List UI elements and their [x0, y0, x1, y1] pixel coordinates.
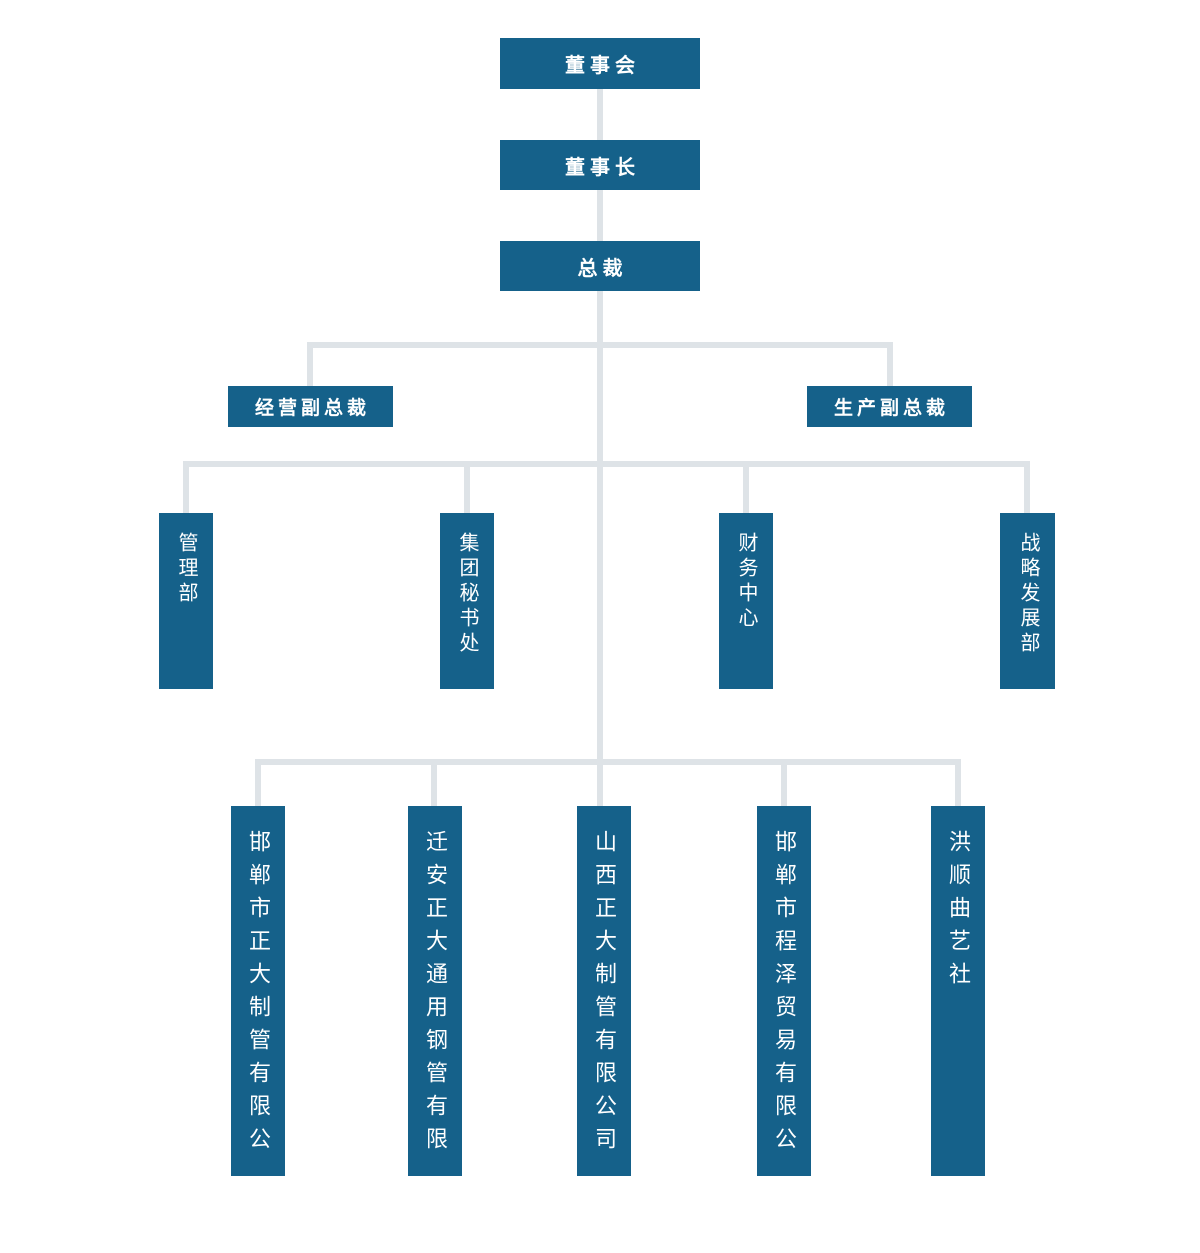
connector-board-chairman: [597, 89, 603, 141]
node-dept-secretariat: 集团秘书处: [440, 513, 494, 689]
connector-chairman-president: [597, 190, 603, 242]
connector-drop-sub-qianan-zhengda: [431, 759, 437, 806]
connector-drop-vp-operations: [307, 342, 313, 386]
connector-drop-dept-management: [183, 461, 189, 514]
node-dept-management: 管理部: [159, 513, 213, 689]
node-sub-handan-zhengda-pipe: 邯郸市正大制管有限公司: [192, 806, 285, 1176]
node-vp-operations: 经营副总裁: [228, 386, 393, 427]
node-dept-strategy: 战略发展部: [1000, 513, 1055, 689]
node-sub-qianan-zhengda-steel: 迁安正大通用钢管有限公司: [369, 806, 462, 1176]
connector-drop-dept-finance: [743, 461, 749, 514]
node-board: 董事会: [500, 38, 700, 89]
connector-drop-sub-hongshun: [955, 759, 961, 806]
node-vp-production: 生产副总裁: [807, 386, 972, 427]
node-sub-shanxi-zhengda-pipe: 山西正大制管有限公司: [577, 806, 631, 1176]
connector-drop-dept-secretariat: [464, 461, 470, 514]
connector-president-spine: [597, 291, 603, 806]
connector-drop-sub-handan-zhengda: [255, 759, 261, 806]
node-president: 总裁: [500, 241, 700, 291]
connector-drop-sub-handan-chengze: [781, 759, 787, 806]
connector-dept-horizontal: [183, 461, 1030, 467]
node-sub-hongshun-quyi: 洪顺曲艺社: [931, 806, 985, 1176]
node-dept-finance: 财务中心: [719, 513, 773, 689]
node-chairman: 董事长: [500, 140, 700, 190]
node-sub-handan-chengze-trading: 邯郸市程泽贸易有限公司: [718, 806, 811, 1176]
connector-subsidiary-horizontal: [255, 759, 961, 765]
connector-drop-dept-strategy: [1024, 461, 1030, 514]
connector-vp-horizontal: [307, 342, 893, 348]
connector-drop-vp-production: [887, 342, 893, 386]
